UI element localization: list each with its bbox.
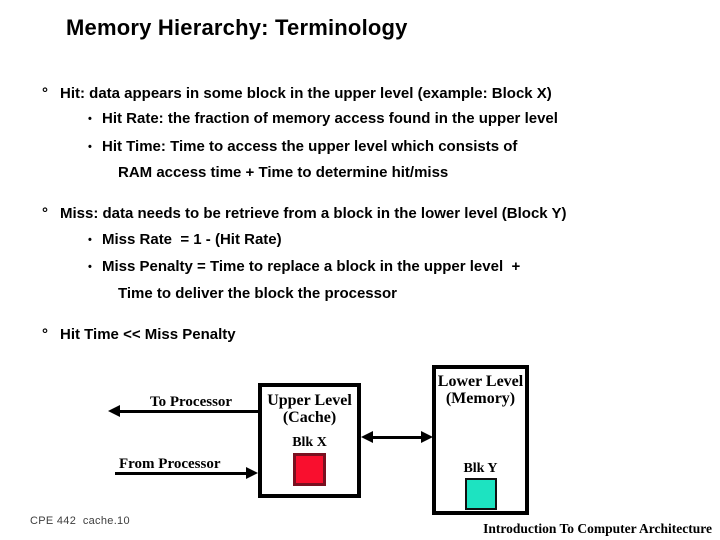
bullet-marker: •	[88, 261, 92, 273]
lower-level-box: Lower Level (Memory) Blk Y	[432, 365, 529, 515]
course-footer: CPE 442 cache.10	[30, 515, 130, 527]
upper-level-subtitle: (Cache)	[282, 409, 337, 426]
bullet-text: RAM access time + Time to determine hit/…	[118, 164, 449, 181]
left-arrowhead-icon	[361, 431, 373, 443]
bullet-text: Miss Rate = 1 - (Hit Rate)	[102, 231, 282, 248]
bullet-line: RAM access time + Time to determine hit/…	[118, 164, 448, 182]
bullet-line: • Miss Penalty = Time to replace a block …	[88, 258, 520, 276]
right-arrowhead-icon	[421, 431, 433, 443]
bullet-marker: °	[42, 326, 48, 343]
bullet-marker: °	[42, 205, 48, 222]
blk-y-square	[464, 478, 497, 510]
blk-x-label: Blk X	[292, 435, 327, 450]
slide-title: Memory Hierarchy: Terminology	[66, 15, 408, 40]
bullet-marker: •	[88, 141, 92, 153]
bullet-line: ° Miss: data needs to be retrieve from a …	[42, 205, 567, 223]
from-processor-arrow-line	[115, 472, 248, 475]
left-arrowhead-icon	[108, 405, 120, 417]
bullet-text: Miss: data needs to be retrieve from a b…	[60, 205, 567, 222]
bullet-text: Time to deliver the block the processor	[118, 285, 397, 302]
to-processor-label: To Processor	[150, 394, 233, 410]
to-processor-arrow-line	[119, 410, 258, 413]
blk-y-label: Blk Y	[463, 461, 498, 476]
bullet-line: • Miss Rate = 1 - (Hit Rate)	[88, 231, 282, 249]
from-processor-label: From Processor	[119, 456, 221, 472]
bullet-text: Hit: data appears in some block in the u…	[60, 85, 552, 102]
bullet-marker: •	[88, 234, 92, 246]
bullet-text: Miss Penalty = Time to replace a block i…	[102, 258, 521, 275]
bullet-line: • Hit Time: Time to access the upper leve…	[88, 138, 517, 156]
bullet-marker: •	[88, 113, 92, 125]
bullet-line: • Hit Rate: the fraction of memory access…	[88, 110, 558, 128]
upper-level-title: Upper Level	[267, 392, 352, 409]
transfer-arrow-line	[369, 436, 423, 439]
bullet-line: Time to deliver the block the processor	[118, 285, 397, 303]
lower-level-subtitle: (Memory)	[445, 390, 516, 407]
bullet-text: Hit Rate: the fraction of memory access …	[102, 110, 558, 127]
right-arrowhead-icon	[246, 467, 258, 479]
upper-level-box: Upper Level (Cache) Blk X	[258, 383, 361, 498]
series-footer: Introduction To Computer Architecture	[483, 521, 712, 536]
bullet-line: ° Hit: data appears in some block in the …	[42, 85, 552, 103]
bullet-marker: °	[42, 85, 48, 102]
bullet-text: Hit Time: Time to access the upper level…	[102, 138, 518, 155]
blk-x-square	[293, 453, 326, 486]
bullet-line: ° Hit Time << Miss Penalty	[42, 326, 236, 344]
lower-level-title: Lower Level	[437, 373, 524, 390]
bullet-text: Hit Time << Miss Penalty	[60, 326, 236, 343]
